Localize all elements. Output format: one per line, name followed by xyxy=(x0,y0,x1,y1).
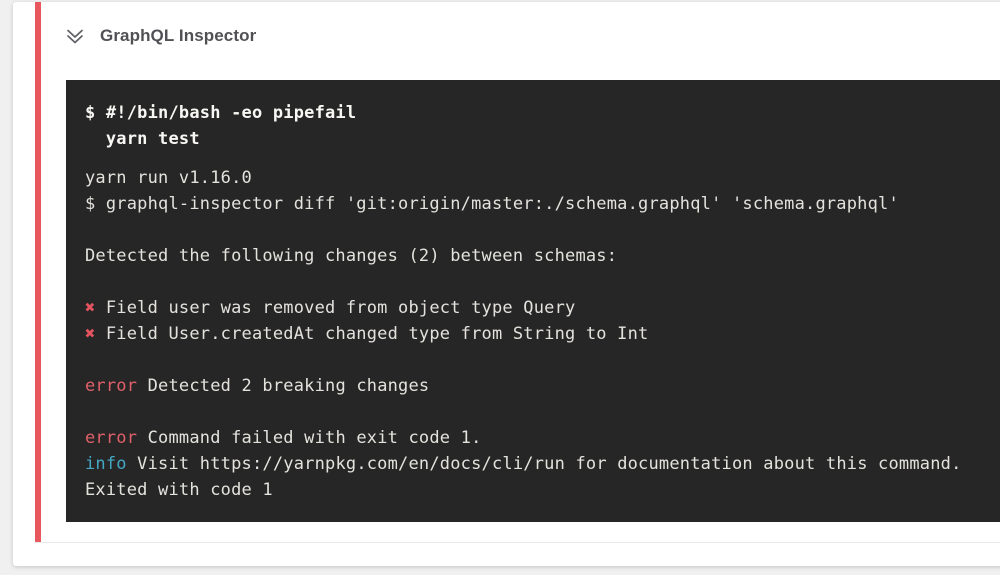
terminal-segment-plain: Command failed with exit code 1. xyxy=(137,428,482,448)
terminal-output-line xyxy=(85,269,992,295)
step-title: GraphQL Inspector xyxy=(100,26,257,45)
terminal-output-line: error Detected 2 breaking changes xyxy=(85,373,992,399)
terminal-output-line: error Command failed with exit code 1. xyxy=(85,425,992,451)
step-divider xyxy=(35,542,1000,543)
terminal-output-line: ✖ Field user was removed from object typ… xyxy=(85,295,992,321)
terminal-segment-plain: Exited with code 1 xyxy=(85,480,273,500)
terminal-segment-plain: Field user was removed from object type … xyxy=(95,298,576,318)
failed-step-accent-bar xyxy=(35,2,41,542)
terminal-segment-error: error xyxy=(85,376,138,396)
terminal-segment-plain: Detected 2 breaking changes xyxy=(137,376,430,396)
terminal-output-line xyxy=(85,399,992,425)
output-block: yarn run v1.16.0 $ graphql-inspector diff… xyxy=(85,165,992,503)
terminal-segment-plain: Visit https://yarnpkg.com/en/docs/cli/ru… xyxy=(126,454,962,474)
step-header[interactable]: GraphQL Inspector xyxy=(63,24,256,48)
terminal-output-line xyxy=(85,217,992,243)
double-chevron-down-icon[interactable] xyxy=(63,24,87,48)
terminal-output: $ #!/bin/bash -eo pipefail yarn test yar… xyxy=(66,80,1000,522)
command-block: $ #!/bin/bash -eo pipefail yarn test xyxy=(85,100,992,152)
terminal-segment-plain: $ graphql-inspector diff 'git:origin/mas… xyxy=(85,194,899,214)
terminal-output-line: Exited with code 1 xyxy=(85,477,992,503)
terminal-output-line: ✖ Field User.createdAt changed type from… xyxy=(85,321,992,347)
terminal-output-line xyxy=(85,347,992,373)
terminal-output-line: info Visit https://yarnpkg.com/en/docs/c… xyxy=(85,451,992,477)
build-output-card: GraphQL Inspector $ #!/bin/bash -eo pipe… xyxy=(13,2,1000,566)
terminal-segment-plain: Detected the following changes (2) betwe… xyxy=(85,246,618,266)
terminal-segment-cross: ✖ xyxy=(85,324,96,344)
terminal-command-line: $ #!/bin/bash -eo pipefail xyxy=(85,103,357,123)
terminal-segment-plain: Field User.createdAt changed type from S… xyxy=(95,324,649,344)
terminal-segment-error: error xyxy=(85,428,138,448)
terminal-segment-cross: ✖ xyxy=(85,298,96,318)
terminal-output-line: Detected the following changes (2) betwe… xyxy=(85,243,992,269)
terminal-output-line: yarn run v1.16.0 xyxy=(85,165,992,191)
terminal-output-line: $ graphql-inspector diff 'git:origin/mas… xyxy=(85,191,992,217)
terminal-segment-plain: yarn run v1.16.0 xyxy=(85,168,252,188)
terminal-segment-info: info xyxy=(85,454,127,474)
terminal-command-line: yarn test xyxy=(85,129,200,149)
